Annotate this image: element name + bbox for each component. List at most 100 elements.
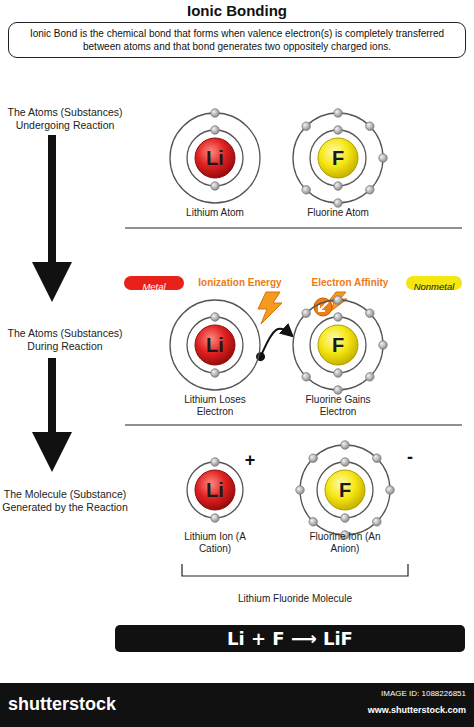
atom-caption: Lithium Atom xyxy=(165,207,265,219)
electron xyxy=(334,386,342,394)
caption-wrap: Fluorine Ion (An Anion) xyxy=(295,531,395,555)
electron xyxy=(341,514,349,522)
process-arrow xyxy=(32,135,72,302)
label-wrap: The Atoms (Substances) Undergoing Reacti… xyxy=(4,106,126,132)
electron xyxy=(211,369,219,377)
label-wrap: shutterstock xyxy=(8,693,158,716)
stage-label: The Molecule (Substance) Generated by th… xyxy=(2,488,128,514)
electron xyxy=(334,199,342,207)
electron xyxy=(302,186,310,194)
electron xyxy=(334,109,342,117)
watermark-url: www.shutterstock.com xyxy=(290,705,466,716)
electron xyxy=(373,518,381,526)
electron xyxy=(296,486,304,494)
caption-wrap: Lithium Ion (A Cation) xyxy=(165,531,265,555)
electron xyxy=(211,109,219,117)
electron xyxy=(373,454,381,462)
electron xyxy=(379,341,387,349)
label-wrap: + xyxy=(241,449,259,472)
lithium-atom: LiLithium Atom xyxy=(168,111,262,205)
atom-caption: Fluorine Gains Electron xyxy=(288,394,388,418)
electron xyxy=(211,458,219,466)
energy-label: Ionization Energy xyxy=(195,276,285,289)
divider-line xyxy=(125,424,462,425)
image-id: IMAGE ID: 1088226851 xyxy=(290,689,466,699)
electron xyxy=(366,186,374,194)
label-wrap: The Molecule (Substance) Generated by th… xyxy=(2,488,128,514)
lithium-atom: LiLithium Loses Electron xyxy=(168,298,262,392)
label-wrap: IMAGE ID: 1088226851 xyxy=(290,689,466,699)
caption-wrap: Lithium Loses Electron xyxy=(165,394,265,418)
electron xyxy=(334,369,342,377)
nonmetal-tag: Nonmetal xyxy=(406,276,462,290)
electron xyxy=(302,309,310,317)
lightning-bolt xyxy=(258,292,282,324)
element-symbol: Li xyxy=(168,111,262,205)
process-arrow xyxy=(32,358,72,472)
label-wrap: - xyxy=(401,446,419,469)
electron xyxy=(211,514,219,522)
stage-label: The Atoms (Substances) Undergoing Reacti… xyxy=(4,106,126,132)
equation-text: Li + F ⟶ LiF xyxy=(227,625,353,652)
atom-caption: Lithium Loses Electron xyxy=(165,394,265,418)
metal-tag: Metal xyxy=(124,276,184,290)
electron-transfer-arrow xyxy=(261,329,292,357)
tag-text: Metal xyxy=(142,280,165,294)
atom-caption: Lithium Ion (A Cation) xyxy=(165,531,265,555)
element-symbol: F xyxy=(298,443,392,537)
element-symbol: F xyxy=(291,111,385,205)
watermark: shutterstock xyxy=(8,693,158,716)
label-wrap: Ionization Energy xyxy=(195,276,285,289)
caption-wrap: Lithium Atom xyxy=(165,207,265,219)
electron xyxy=(211,182,219,190)
electron xyxy=(334,182,342,190)
label-wrap: The Atoms (Substances) During Reaction xyxy=(4,327,126,353)
electron xyxy=(334,126,342,134)
energy-label: Electron Affinity xyxy=(305,276,395,289)
equation-bar: Li + F ⟶ LiF xyxy=(115,625,465,652)
fluorine-ion: FFluorine Ion (An Anion) xyxy=(298,443,392,537)
tag-text: Nonmetal xyxy=(414,280,455,294)
element-symbol: Li xyxy=(168,298,262,392)
electron xyxy=(309,454,317,462)
electron xyxy=(302,122,310,130)
title: Ionic Bonding xyxy=(0,1,474,21)
electron xyxy=(341,441,349,449)
element-symbol: Li xyxy=(184,459,246,521)
electron xyxy=(379,154,387,162)
electron xyxy=(309,518,317,526)
electron xyxy=(334,296,342,304)
definition-text: Ionic Bond is the chemical bond that for… xyxy=(17,27,457,53)
electron xyxy=(211,313,219,321)
charge-sign: - xyxy=(401,446,419,469)
molecule-label: Lithium Fluoride Molecule xyxy=(215,592,375,605)
electron xyxy=(341,458,349,466)
electron xyxy=(366,373,374,381)
title-wrap: Ionic Bonding xyxy=(0,1,474,21)
electron xyxy=(334,313,342,321)
caption-wrap: Fluorine Gains Electron xyxy=(288,394,388,418)
electron xyxy=(386,486,394,494)
stage-label: The Atoms (Substances) During Reaction xyxy=(4,327,126,353)
electron xyxy=(302,373,310,381)
label-wrap: Lithium Fluoride Molecule xyxy=(215,592,375,605)
atom-caption: Fluorine Atom xyxy=(288,207,388,219)
charge-sign: + xyxy=(241,449,259,472)
fluorine-atom: FFluorine Gains Electron xyxy=(291,298,385,392)
edge-group xyxy=(256,329,292,362)
element-symbol: F xyxy=(291,298,385,392)
label-wrap: Electron Affinity xyxy=(305,276,395,289)
atom-caption: Fluorine Ion (An Anion) xyxy=(295,531,395,555)
bracket xyxy=(182,564,408,576)
electron xyxy=(366,122,374,130)
caption-wrap: Fluorine Atom xyxy=(288,207,388,219)
definition-box: Ionic Bond is the chemical bond that for… xyxy=(8,22,466,58)
divider-line xyxy=(125,227,462,228)
fluorine-atom: FFluorine Atom xyxy=(291,111,385,205)
label-wrap: www.shutterstock.com xyxy=(290,705,466,716)
electron xyxy=(366,309,374,317)
electron xyxy=(211,126,219,134)
lithium-ion: LiLithium Ion (A Cation) xyxy=(184,459,246,521)
